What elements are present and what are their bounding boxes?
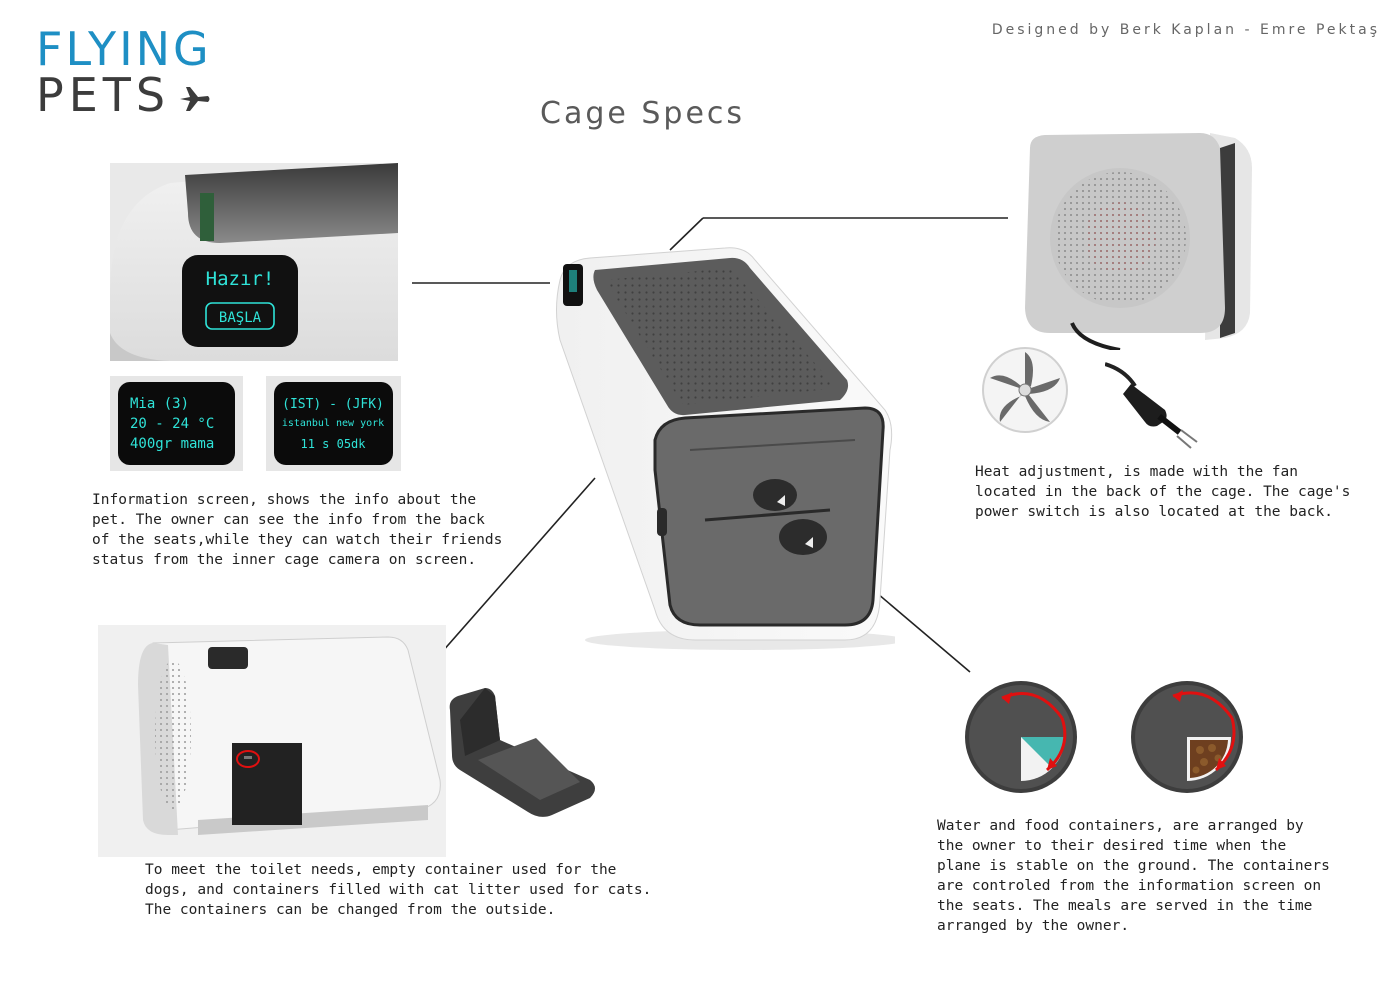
cage-side-render xyxy=(98,625,446,857)
start-button[interactable] xyxy=(205,302,275,330)
airplane-icon xyxy=(180,87,210,111)
flight-route-text: (IST) - (JFK) xyxy=(282,397,384,412)
flight-cities-text: istanbul new york xyxy=(282,418,384,429)
start-button-label: BAŞLA xyxy=(219,310,262,326)
pet-info-screen: Mia (3) 20 - 24 °C 400gr mama xyxy=(110,376,243,471)
page-title: Cage Specs xyxy=(540,96,746,131)
flight-duration-text: 11 s 05dk xyxy=(300,437,366,451)
pet-temp-text: 20 - 24 °C xyxy=(130,416,214,432)
heat-description: Heat adjustment, is made with the fan lo… xyxy=(975,464,1351,520)
pet-name-text: Mia (3) xyxy=(130,396,189,412)
main-cage-render xyxy=(556,247,895,650)
water-food-description: Water and food containers, are arranged … xyxy=(937,818,1330,934)
ready-screen[interactable]: Hazır! BAŞLA xyxy=(182,255,298,347)
designer-credit: Designed by Berk Kaplan - Emre Pektaş xyxy=(991,22,1380,38)
toilet-description: To meet the toilet needs, empty containe… xyxy=(145,862,652,918)
cage-screen-render xyxy=(110,163,398,361)
info-screen-description: Information screen, shows the info about… xyxy=(92,492,503,568)
power-plug-icon xyxy=(1105,362,1198,449)
pet-food-text: 400gr mama xyxy=(130,436,214,452)
logo-flying: FLYING xyxy=(36,22,212,76)
ready-text: Hazır! xyxy=(206,268,275,290)
litter-tray-render xyxy=(449,688,595,817)
food-container-render xyxy=(1131,681,1243,793)
water-container-render xyxy=(965,681,1077,793)
flight-info-screen: (IST) - (JFK) istanbul new york 11 s 05d… xyxy=(266,376,401,471)
cage-rear-render xyxy=(1025,133,1252,350)
fan-render xyxy=(982,347,1068,433)
logo-pets: PETS xyxy=(36,68,171,122)
